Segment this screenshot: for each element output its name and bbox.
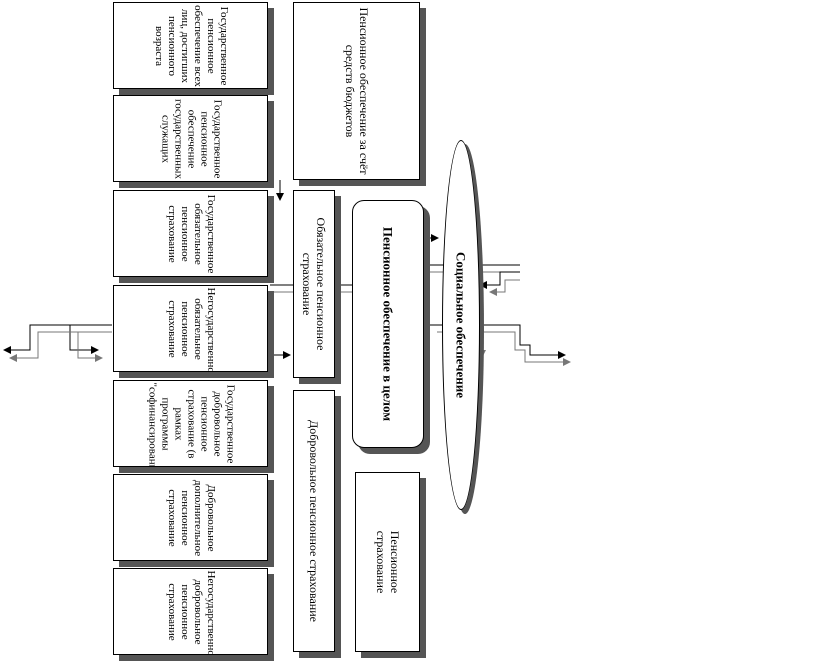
connector-left-right-arrow-shadow [77,331,112,362]
category-mandatory-label: Обязательное пенсионное страхование [300,217,329,351]
type-box-3: Государственное обязательное пенсионное … [113,190,268,277]
type-box-2: Государственное пенсионное обеспечение г… [113,95,268,182]
pension-security-label: Пенсионное обеспечение в целом [380,226,396,422]
connector-left-arrow-shadow [9,331,78,362]
type-box-1: Государственное пенсионное обеспечение в… [113,2,268,89]
type-label-3: Государственное обязательное пенсионное … [165,194,217,273]
type-box-5: Государственное добровольное пенсионное … [113,380,268,467]
type-box-4: Негосударственное обязательное пенсионно… [113,285,268,372]
category-voluntary-label: Добровольное пенсионное страхование [307,420,322,622]
type-label-5: Государственное добровольное пенсионное … [146,382,236,467]
pension-security-box: Пенсионное обеспечение в целом [352,200,424,448]
connector-right-bottom-shadow [437,331,571,366]
type-label-1: Государственное пенсионное обеспечение в… [152,4,230,87]
type-label-6: Добровольное дополнительное пенсионное с… [165,479,217,556]
category-voluntary: Добровольное пенсионное страхование [293,390,335,652]
social-security-label: Социальное обеспечение [453,252,469,398]
social-security-ellipse: Социальное обеспечение [442,140,480,510]
connector-left-right-arrow [69,324,112,354]
type-box-6: Добровольное дополнительное пенсионное с… [113,474,268,561]
type-label-7: Негосударственное добровольное пенсионно… [165,570,217,655]
category-pension-insurance: Пенсионное страхование [355,472,420,652]
category-mandatory: Обязательное пенсионное страхование [293,190,335,378]
category-pension-insurance-label: Пенсионное страхование [373,530,402,594]
category-budget: Пенсионное обеспечение за счёт средств б… [293,2,420,180]
category-budget-label: Пенсионное обеспечение за счёт средств б… [342,7,371,175]
connector-right-arrow-shadow [489,279,520,296]
type-label-2: Государственное пенсионное обеспечение г… [159,98,223,179]
connector-right-arrow [479,271,520,289]
type-box-7: Негосударственное добровольное пенсионно… [113,568,268,655]
connector-left-arrow [3,324,70,354]
type-label-4: Негосударственное обязательное пенсионно… [165,287,217,372]
connector-right-bottom [430,324,566,359]
